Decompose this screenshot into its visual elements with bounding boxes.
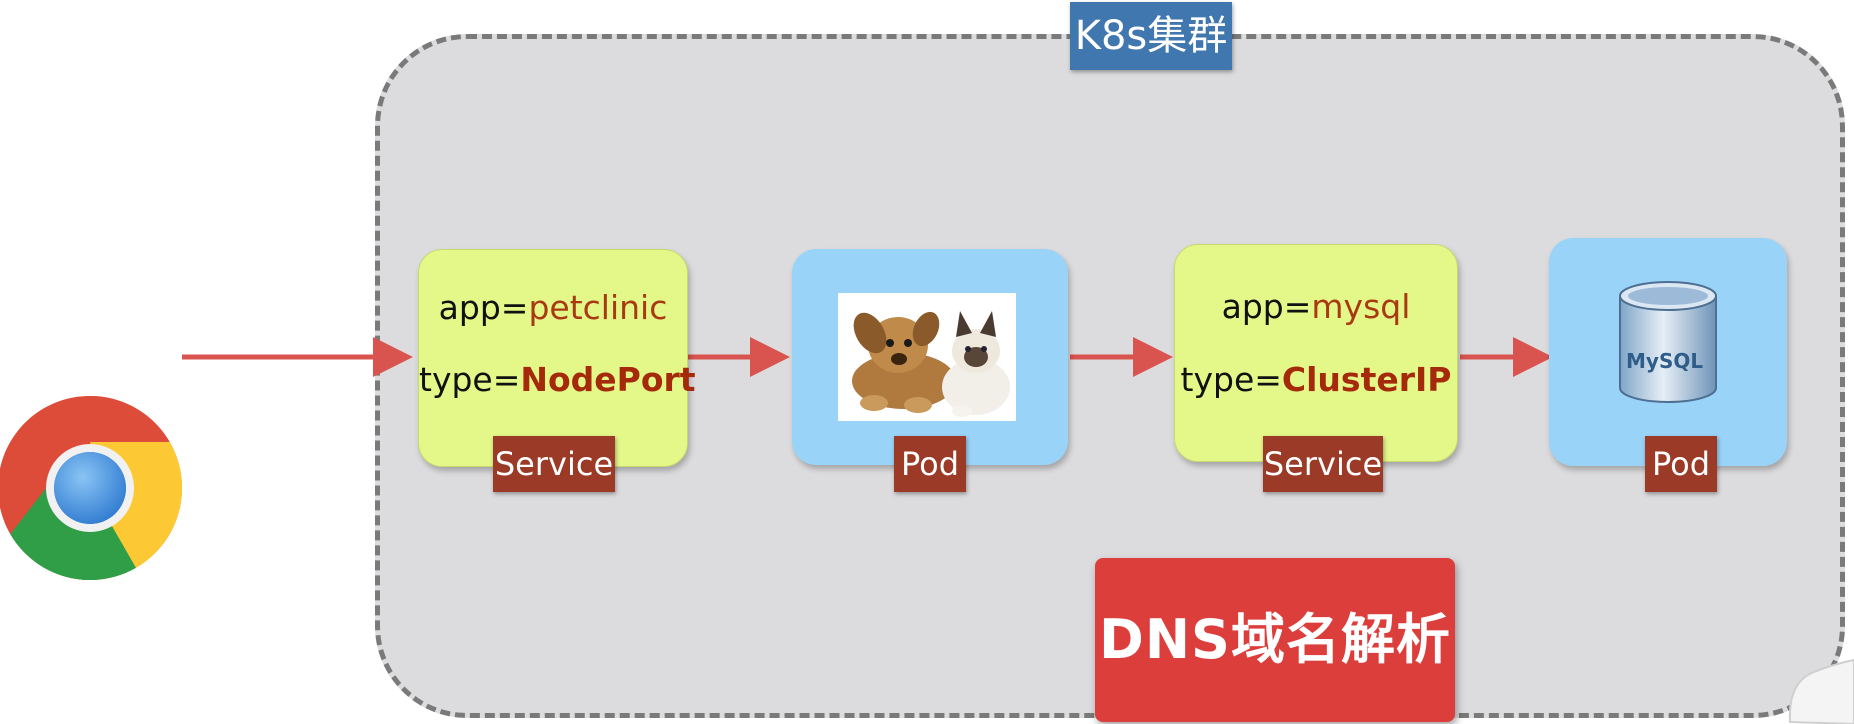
pod-tag: Pod [1645,436,1717,492]
service-type-label: type=ClusterIP [1175,360,1457,399]
service-tag: Service [493,436,615,492]
service-app-label: app=petclinic [419,288,687,327]
app-value: petclinic [528,288,668,327]
type-value: ClusterIP [1281,360,1452,399]
type-value: NodePort [520,360,696,399]
service-type-label: type=NodePort [419,360,696,399]
dns-resolution-label: DNS域名解析 [1095,558,1455,722]
app-key: app= [1221,287,1312,326]
dog-and-cat-photo [838,293,1016,421]
chrome-browser-icon [0,396,183,581]
cluster-title: K8s集群 [1070,2,1232,70]
service-app-label: app=mysql [1175,287,1457,326]
mysql-logo-text: MySQL [1626,349,1703,373]
type-key: type= [419,360,521,399]
type-key: type= [1180,360,1282,399]
service-petclinic: app=petclinic type=NodePort [418,249,696,467]
app-value: mysql [1311,287,1411,326]
pod-tag: Pod [894,436,966,492]
mysql-database-icon: MySQL [1619,281,1717,403]
app-key: app= [438,288,529,327]
corner-decoration [1788,658,1854,724]
service-mysql: app=mysql type=ClusterIP [1174,244,1458,462]
service-tag: Service [1263,436,1383,492]
